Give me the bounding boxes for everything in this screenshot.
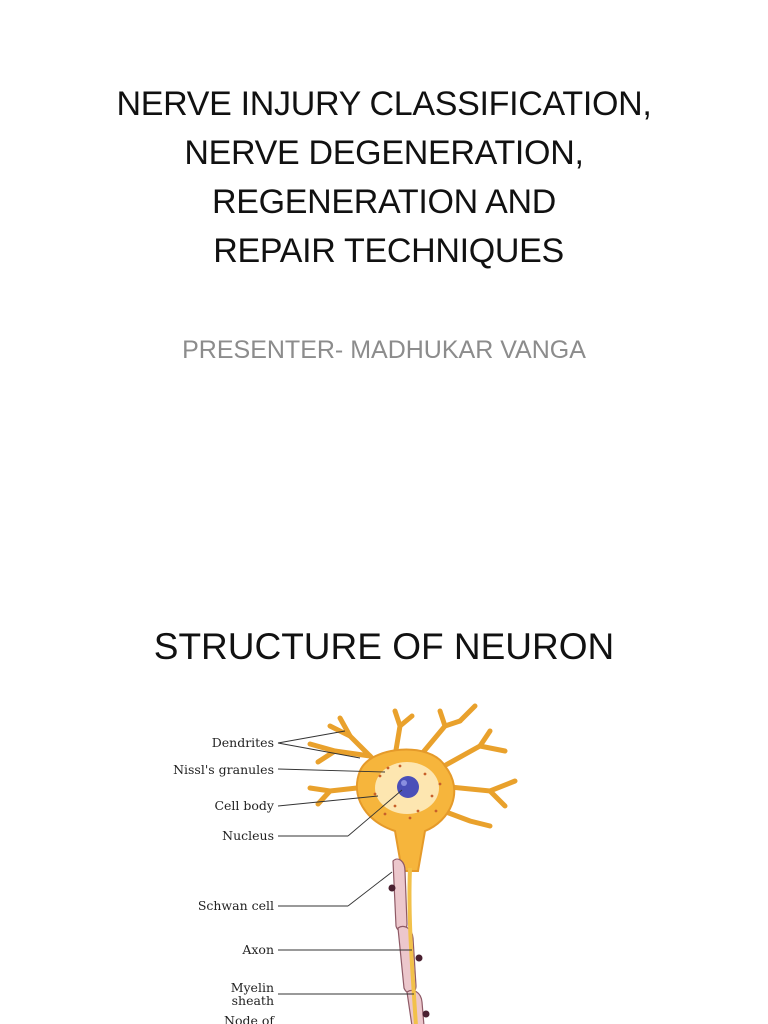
presenter-subtitle: PRESENTER- MADHUKAR VANGA: [182, 336, 586, 364]
label-sheath: sheath: [232, 993, 274, 1008]
label-myelin: Myelin: [231, 980, 274, 995]
nissl-granules-shape: [373, 764, 442, 820]
neuron-diagram: Dendrites Nissl's granules Cell body Nuc…: [173, 703, 518, 1024]
title-line: REGENERATION AND: [211, 183, 557, 221]
label-cell-body: Cell body: [214, 798, 274, 813]
label-node-of: Node of: [224, 1013, 275, 1024]
title-line: REPAIR TECHNIQUES: [204, 232, 564, 270]
label-dendrites: Dendrites: [212, 735, 274, 750]
label-axon: Axon: [241, 942, 274, 957]
leader-lines: [277, 730, 414, 995]
label-nucleus: Nucleus: [222, 828, 274, 843]
title-line: NERVE INJURY CLASSIFICATION,: [116, 85, 652, 123]
slide-title: STRUCTURE OF NEURON: [153, 626, 615, 667]
dendrites-shape: [307, 703, 518, 829]
label-nissl-granules: Nissl's granules: [173, 762, 274, 777]
neuron-structure-slide: STRUCTURE OF NEURON: [0, 576, 768, 1024]
nucleus-shape: [397, 776, 419, 798]
slide-title: NERVE INJURY CLASSIFICATION, NERVE DEGEN…: [0, 80, 768, 276]
axon-shape: [407, 867, 418, 1024]
title-line: NERVE DEGENERATION,: [184, 134, 584, 172]
label-schwan-cell: Schwan cell: [198, 898, 274, 913]
title-slide: NERVE INJURY CLASSIFICATION, NERVE DEGEN…: [0, 80, 768, 364]
